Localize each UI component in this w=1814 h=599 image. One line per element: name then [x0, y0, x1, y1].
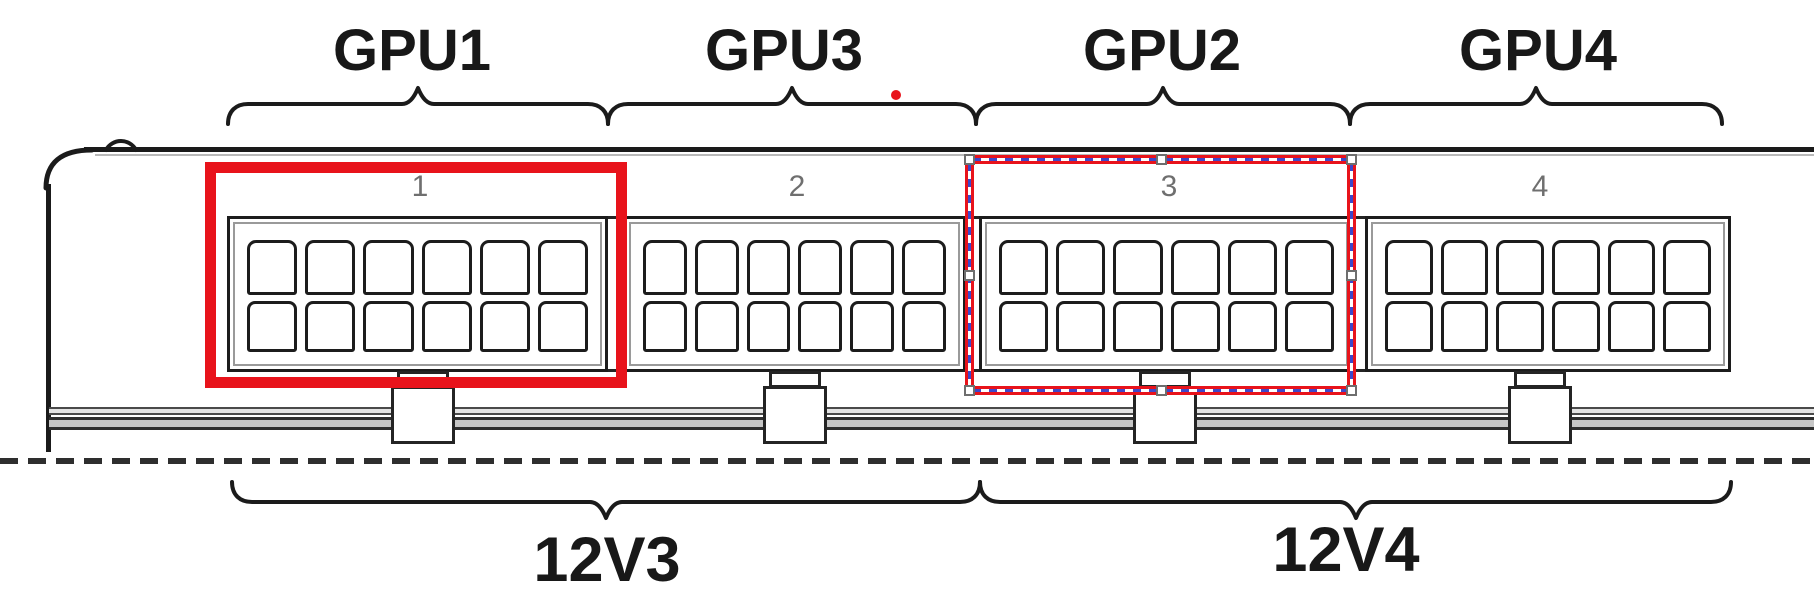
- connector-tab-1: [391, 386, 455, 444]
- connector-number-4: 4: [1531, 170, 1549, 203]
- pin-cell: [643, 240, 687, 295]
- pin-cell: [902, 301, 946, 352]
- pin-cell: [305, 240, 356, 295]
- pin-cell: [1056, 301, 1106, 352]
- gpu1-label: GPU1: [333, 18, 491, 83]
- chassis-top-line-shadow: [95, 154, 1814, 156]
- pin-cell: [479, 301, 530, 352]
- pin-cell: [1170, 301, 1220, 352]
- connector-tab-4: [1508, 386, 1572, 444]
- pin-cell: [1385, 240, 1433, 295]
- pin-cell: [850, 301, 895, 352]
- connector-shell-inner: [629, 222, 960, 366]
- pin-cell: [305, 301, 356, 352]
- connector-number-2: 2: [788, 170, 806, 203]
- rail-label-12v4: 12V4: [1272, 515, 1420, 585]
- pin-cell: [479, 240, 530, 295]
- selection-handle-middle-right[interactable]: [1346, 270, 1357, 281]
- annotation-dot[interactable]: [891, 90, 901, 100]
- pin-cell: [999, 240, 1049, 295]
- pin-cell: [746, 301, 791, 352]
- pin-cell: [746, 240, 791, 295]
- brace-bottom-12v4: [978, 480, 1733, 520]
- brace-top-gpu4: [1348, 86, 1724, 126]
- pin-cell: [1284, 240, 1334, 295]
- pin-cell: [694, 240, 739, 295]
- gpu3-label: GPU3: [705, 18, 863, 83]
- connector-block-3: [979, 216, 1354, 372]
- rail-line-upper: [49, 407, 1814, 415]
- brace-top-gpu3: [606, 86, 978, 126]
- pin-cell: [1440, 301, 1489, 352]
- pin-cell: [1385, 301, 1433, 352]
- pin-cell: [363, 240, 414, 295]
- pin-cell: [1496, 240, 1544, 295]
- pin-cell-grid: [1373, 224, 1723, 364]
- pin-cell: [1552, 301, 1600, 352]
- brace-bottom-12v3: [230, 480, 982, 520]
- connector-block-1: [227, 216, 608, 372]
- pin-cell: [1170, 240, 1220, 295]
- connector-block-4: [1365, 216, 1731, 372]
- brace-top-gpu2: [974, 86, 1352, 126]
- pin-cell: [1663, 301, 1711, 352]
- pin-cell: [421, 301, 472, 352]
- pin-cell: [1056, 240, 1106, 295]
- selection-handle-middle-left[interactable]: [964, 270, 975, 281]
- pin-cell: [850, 240, 895, 295]
- connector-shell-inner: [233, 222, 602, 366]
- selection-handle-top-middle[interactable]: [1155, 154, 1167, 165]
- connector-block-2: [623, 216, 966, 372]
- pin-cell-grid: [631, 224, 958, 364]
- rail-line-lower: [49, 417, 1814, 430]
- rail-label-12v3: 12V3: [533, 525, 681, 595]
- pin-cell: [1607, 301, 1656, 352]
- pin-cell: [902, 240, 946, 295]
- pin-cell: [798, 301, 843, 352]
- pin-cell: [1496, 301, 1544, 352]
- pin-cell: [1227, 240, 1277, 295]
- pin-cell: [363, 301, 414, 352]
- brace-top-gpu1: [226, 86, 610, 126]
- chassis-corner-curve: [43, 147, 95, 191]
- pin-cell: [1284, 301, 1334, 352]
- selection-handle-bottom-right[interactable]: [1346, 385, 1357, 396]
- connector-number-1: 1: [411, 170, 429, 203]
- pin-cell: [1227, 301, 1277, 352]
- pin-cell-grid: [987, 224, 1346, 364]
- pin-cell: [537, 240, 588, 295]
- selection-handle-top-left[interactable]: [964, 154, 975, 165]
- pin-cell: [798, 240, 843, 295]
- pin-cell: [694, 301, 739, 352]
- pin-cell: [247, 301, 298, 352]
- selection-handle-top-right[interactable]: [1346, 154, 1357, 165]
- pin-cell: [1440, 240, 1489, 295]
- connector-tab-2: [763, 386, 827, 444]
- pin-cell: [999, 301, 1049, 352]
- connector-number-3: 3: [1160, 170, 1178, 203]
- chassis-left-edge: [46, 184, 51, 452]
- highlight-box-connector-1[interactable]: [205, 162, 627, 388]
- pin-cell-grid: [235, 224, 600, 364]
- pin-cell: [537, 301, 588, 352]
- chassis-top-line: [84, 147, 1814, 152]
- pin-cell: [1663, 240, 1711, 295]
- pin-cell: [421, 240, 472, 295]
- boundary-dashed-line: [0, 458, 1814, 464]
- selection-handle-bottom-left[interactable]: [964, 385, 975, 396]
- pin-cell: [1607, 240, 1656, 295]
- pin-cell: [247, 240, 298, 295]
- gpu4-label: GPU4: [1459, 18, 1617, 83]
- pin-cell: [643, 301, 687, 352]
- pin-cell: [1552, 240, 1600, 295]
- selection-handle-bottom-middle[interactable]: [1155, 385, 1167, 396]
- connector-shell-inner: [1371, 222, 1725, 366]
- selection-box-connector-3[interactable]: [964, 154, 1357, 396]
- pin-cell: [1113, 240, 1163, 295]
- gpu2-label: GPU2: [1083, 18, 1241, 83]
- pin-cell: [1113, 301, 1163, 352]
